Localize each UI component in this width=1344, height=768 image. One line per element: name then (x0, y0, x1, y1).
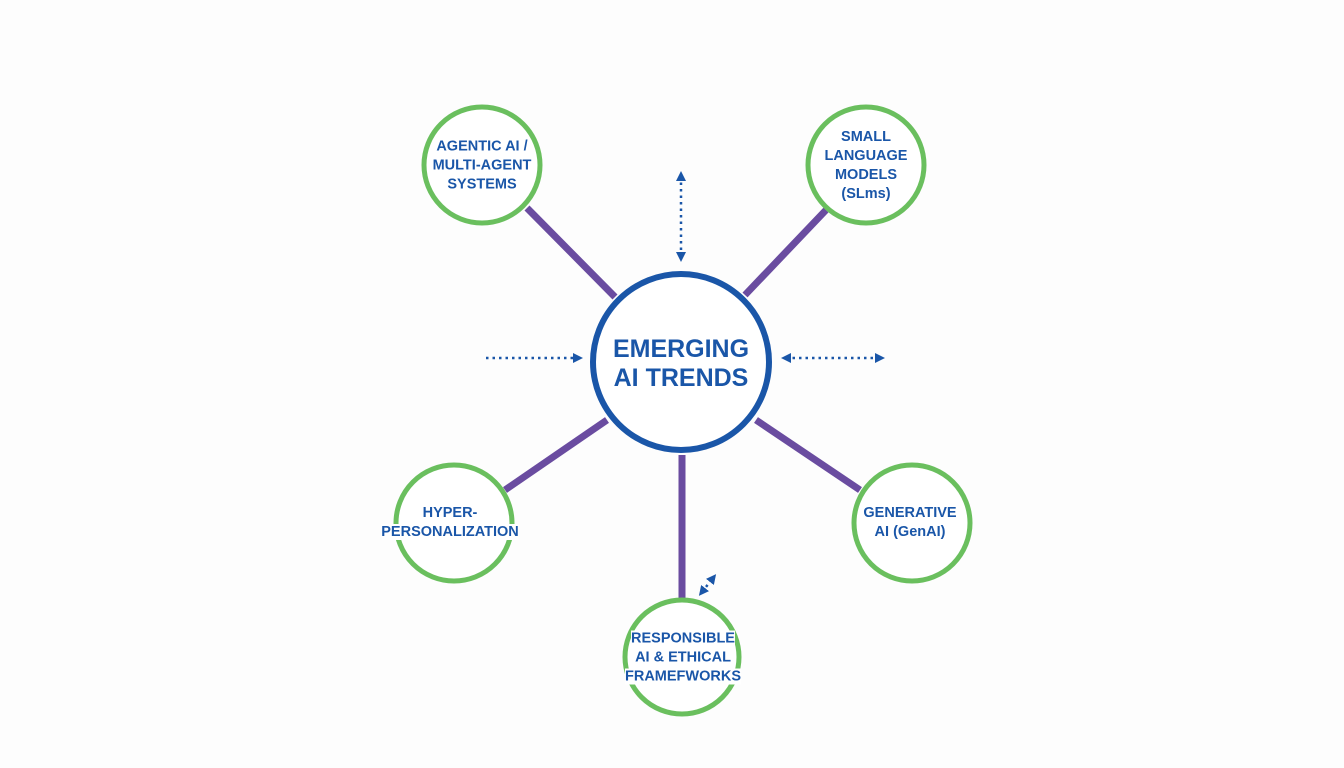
node-label-agentic: AGENTIC AI / MULTI-AGENT SYSTEMS (432, 138, 532, 193)
connector-genai (754, 417, 862, 493)
node-circle-slm (805, 104, 927, 226)
node-circle-agentic (421, 104, 543, 226)
center-circle (590, 271, 772, 453)
node-label-responsible-text: RESPONSIBLE AI & ETHICAL FRAMEFWORKS (625, 630, 741, 685)
node-label-genai: GENERATIVE AI (GenAI) (863, 505, 957, 540)
node-label-responsible: RESPONSIBLE AI & ETHICAL FRAMEFWORKS (625, 630, 741, 687)
node-label-hyper: HYPER- PERSONALIZATION (381, 504, 519, 542)
connector-agentic (524, 205, 618, 300)
node-circle-genai (851, 462, 973, 584)
node-label-hyper-text: HYPER- PERSONALIZATION (381, 505, 519, 540)
center-title: EMERGING AI TRENDS (612, 335, 750, 392)
node-circle-hyper (393, 462, 515, 584)
node-label-slm: SMALL LANGUAGE MODELS (SLms) (824, 129, 908, 202)
connector-hyper (503, 417, 609, 493)
dotted-arrow-bottom (698, 574, 717, 596)
connector-slm (742, 207, 829, 298)
